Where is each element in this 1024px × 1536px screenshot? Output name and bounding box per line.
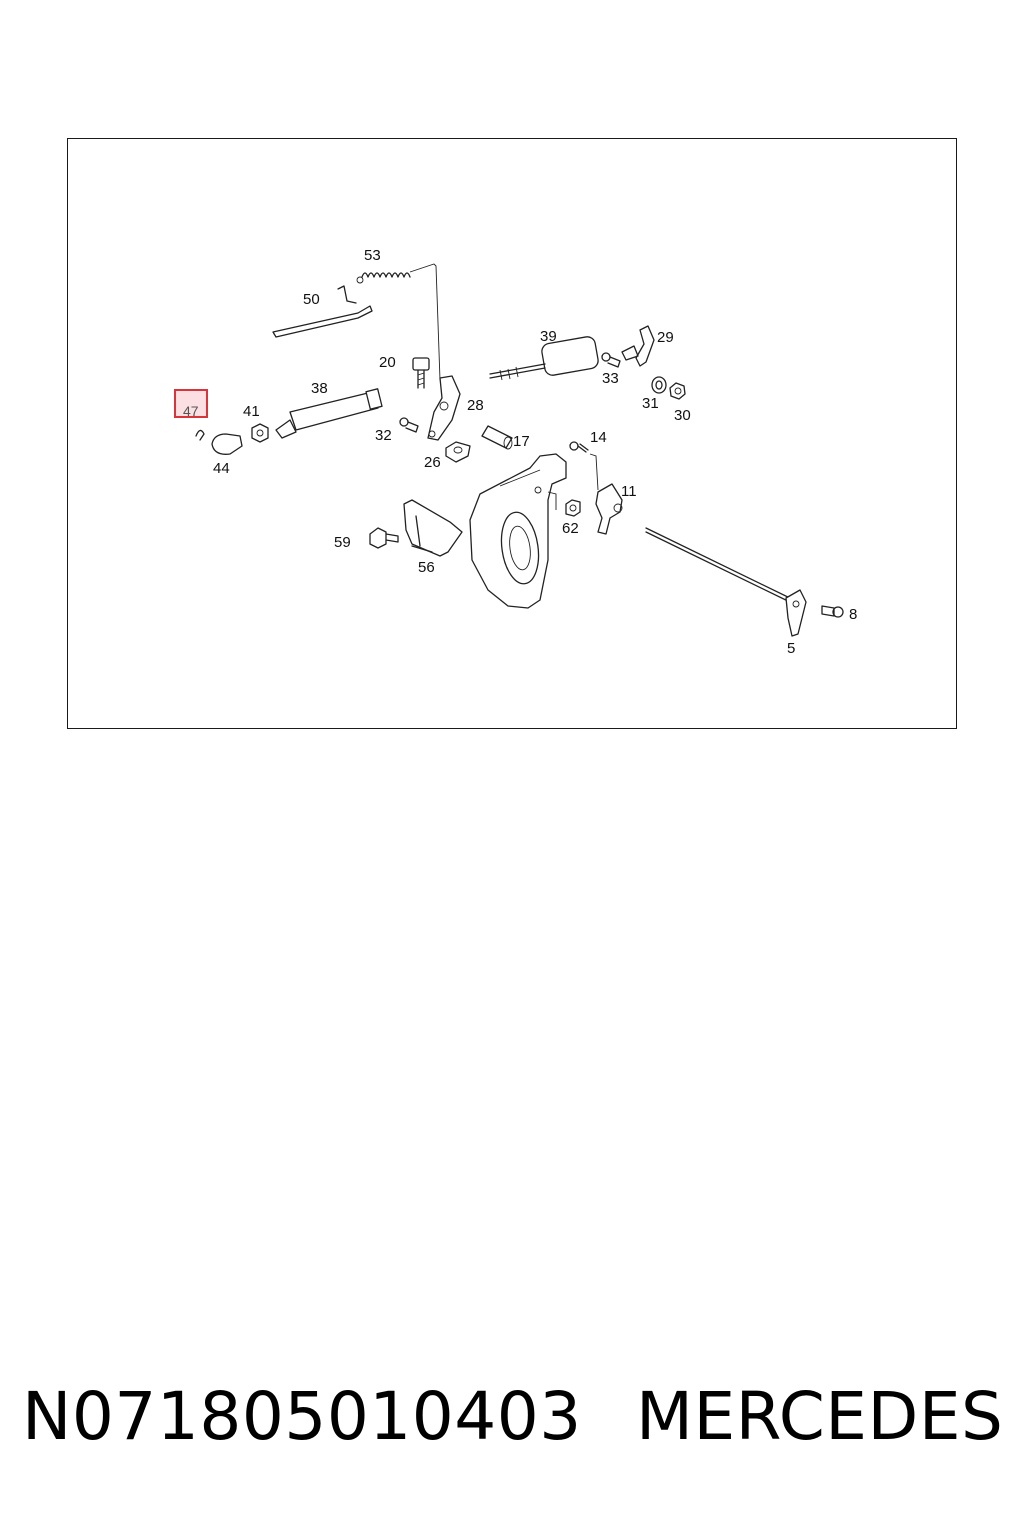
part-17-sleeve <box>481 425 513 450</box>
diagram-frame <box>67 138 957 729</box>
callout-31: 31 <box>642 395 659 412</box>
part-20-bolt <box>412 357 430 389</box>
part-59-bolt <box>369 527 399 549</box>
callout-44: 44 <box>213 460 230 477</box>
callout-39: 39 <box>540 328 557 345</box>
brand-name: MERCEDES <box>636 1378 1004 1455</box>
callout-29: 29 <box>657 329 674 346</box>
part-56-bracket <box>403 499 463 557</box>
callout-labels: 53 50 39 29 20 33 38 28 31 30 41 32 17 1… <box>213 247 857 657</box>
part-26-grommet <box>445 441 471 463</box>
callout-33: 33 <box>602 370 619 387</box>
callout-62: 62 <box>562 520 579 537</box>
callout-20: 20 <box>379 354 396 371</box>
part-8-bolt <box>821 605 844 618</box>
part-47-clip <box>195 429 205 441</box>
part-38-damper <box>275 388 383 439</box>
callout-5: 5 <box>787 640 795 657</box>
callout-59: 59 <box>334 534 351 551</box>
part-39-actuator <box>489 336 599 381</box>
callout-26: 26 <box>424 454 441 471</box>
part-32-pin <box>399 417 419 433</box>
callout-56: 56 <box>418 559 435 576</box>
part-14-bolt <box>569 441 589 453</box>
callout-28: 28 <box>467 397 484 414</box>
callout-14: 14 <box>590 429 607 446</box>
part-41-nut <box>251 423 269 443</box>
pedal-housing <box>469 453 567 609</box>
highlighted-part-marker[interactable] <box>174 389 208 418</box>
callout-17: 17 <box>513 433 530 450</box>
callout-53: 53 <box>364 247 381 264</box>
part-11-bracket <box>589 453 623 535</box>
part-30-nut <box>669 382 686 400</box>
callout-50: 50 <box>303 291 320 308</box>
callout-30: 30 <box>674 407 691 424</box>
part-number: N071805010403 <box>22 1378 582 1455</box>
callout-8: 8 <box>849 606 857 623</box>
callout-38: 38 <box>311 380 328 397</box>
part-62-nut <box>565 499 581 517</box>
callout-11: 11 <box>621 483 637 500</box>
part-50-lever <box>272 285 373 338</box>
part-5-rod <box>645 527 807 637</box>
footer-caption: N071805010403 MERCEDES <box>0 1378 1024 1468</box>
part-33-bolt <box>601 352 621 368</box>
part-44-ball-socket <box>211 433 243 455</box>
part-53-spring <box>356 263 441 381</box>
part-28-lever <box>427 375 461 441</box>
highlighted-part-label: 47 <box>183 403 199 419</box>
part-29-bracket <box>621 325 655 367</box>
callout-32: 32 <box>375 427 392 444</box>
callout-41: 41 <box>243 403 260 420</box>
part-31-washer <box>651 376 667 394</box>
